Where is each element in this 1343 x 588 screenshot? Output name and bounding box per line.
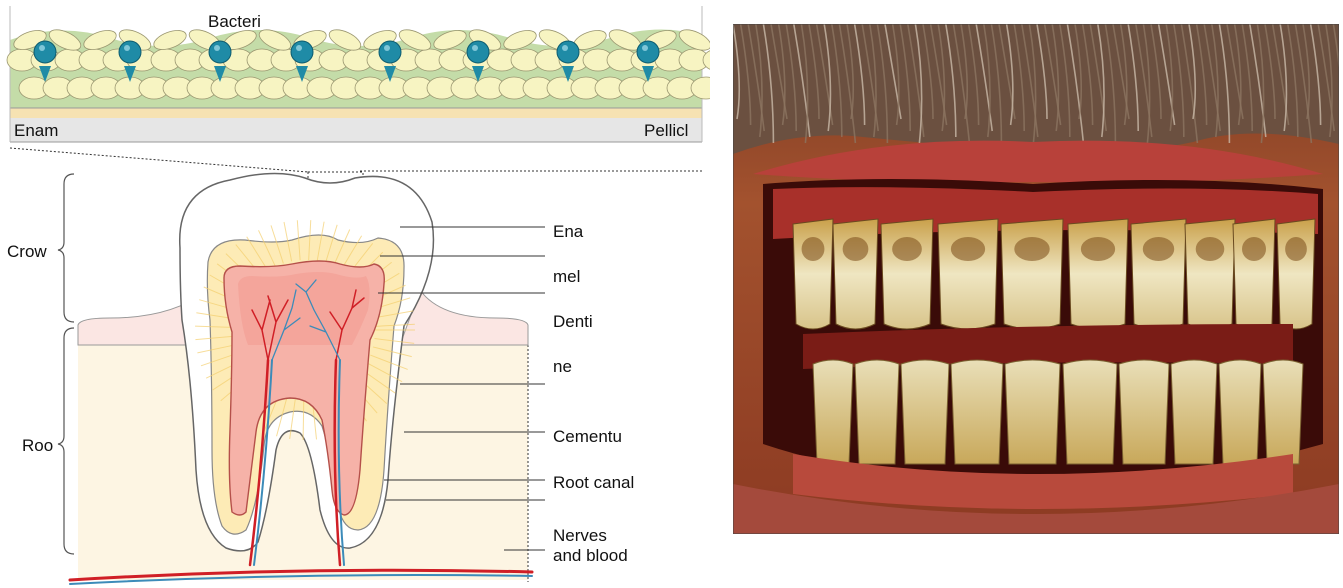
decay-spot xyxy=(1014,237,1049,261)
upper-tooth xyxy=(1277,219,1315,329)
upper-tooth xyxy=(1068,219,1128,329)
upper-tooth xyxy=(1001,219,1063,329)
lower-tooth xyxy=(855,360,899,464)
cementum-label: Cementu xyxy=(553,427,622,446)
decay-spot xyxy=(1285,237,1307,261)
bacterium xyxy=(34,41,56,63)
decay-spot xyxy=(802,237,825,261)
tooth-anatomy-diagram: Bacteri Enam Pellicl Crow Roo xyxy=(0,0,710,588)
decayed-teeth-photo xyxy=(733,24,1339,534)
bacterium-highlight xyxy=(296,45,302,51)
bacterium xyxy=(467,41,489,63)
photo-upper-teeth xyxy=(793,219,1315,329)
bacterium-highlight xyxy=(472,45,478,51)
lower-tooth xyxy=(1219,360,1261,464)
root-bracket xyxy=(58,328,74,554)
bacterium xyxy=(379,41,401,63)
root-canal-label: Root canal xyxy=(553,473,634,492)
dentine-label-line1: Denti xyxy=(553,312,593,331)
inset-bacteria-label: Bacteri xyxy=(208,12,261,31)
bacterium-highlight xyxy=(214,45,220,51)
nerves-label-line2: and blood xyxy=(553,546,628,565)
bacterium-highlight xyxy=(384,45,390,51)
bacterium xyxy=(119,41,141,63)
lower-tooth xyxy=(1005,360,1060,464)
upper-tooth xyxy=(1185,219,1235,329)
decay-spot xyxy=(951,237,985,261)
lower-tooth xyxy=(901,360,949,464)
decay-spot xyxy=(1196,237,1225,261)
lower-tooth xyxy=(1119,360,1169,464)
upper-tooth xyxy=(1233,219,1275,329)
inset-enamel-label: Enam xyxy=(14,121,58,140)
decay-spot xyxy=(843,237,869,261)
bacterium xyxy=(637,41,659,63)
lower-tooth xyxy=(813,360,853,464)
bacterium xyxy=(291,41,313,63)
lower-tooth xyxy=(951,360,1003,464)
upper-tooth xyxy=(938,219,998,329)
crown-label: Crow xyxy=(7,242,47,261)
bacterium xyxy=(557,41,579,63)
upper-tooth xyxy=(881,219,933,329)
lower-tooth xyxy=(1063,360,1117,464)
decay-spot xyxy=(892,237,922,261)
lower-tooth xyxy=(1263,360,1303,464)
lower-tooth xyxy=(1171,360,1217,464)
upper-tooth xyxy=(793,219,833,329)
inset-enamel-band xyxy=(10,118,702,142)
bacterium xyxy=(209,41,231,63)
bacterium-highlight xyxy=(562,45,568,51)
dentine-tubule xyxy=(303,400,304,440)
bacterium-highlight xyxy=(124,45,130,51)
inset-cells xyxy=(7,26,710,99)
crown-bracket xyxy=(58,174,74,322)
decay-spot xyxy=(1143,237,1174,261)
inset-pellicle-band xyxy=(10,108,702,118)
upper-tooth xyxy=(833,219,878,329)
decay-spot xyxy=(1242,237,1266,261)
root-label: Roo xyxy=(22,436,53,455)
bacterium-highlight xyxy=(642,45,648,51)
nerves-label-line1: Nerves xyxy=(553,526,607,545)
upper-tooth xyxy=(1131,219,1186,329)
bacteria-inset: Bacteri Enam Pellicl xyxy=(7,6,710,142)
pulp-inner xyxy=(238,272,370,345)
enamel-label-line2: mel xyxy=(553,267,580,286)
enamel-label-line1: Ena xyxy=(553,222,584,241)
dentine-label-line2: ne xyxy=(553,357,572,376)
bacterium-highlight xyxy=(39,45,45,51)
decay-spot xyxy=(1081,237,1115,261)
inset-pellicle-label: Pellicl xyxy=(644,121,688,140)
